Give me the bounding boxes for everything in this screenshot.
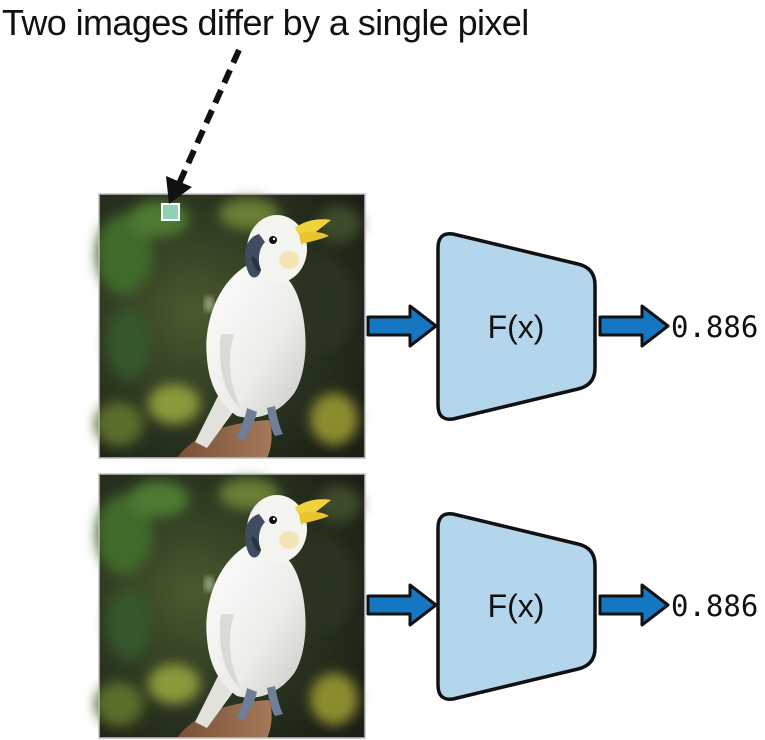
changed-pixel-marker [161,203,180,221]
output-arrow-icon-2 [598,583,670,627]
function-label-2: F(x) [488,588,545,624]
input-arrow-icon-1 [366,304,438,348]
row-1: F(x) 0.886 [95,48,758,459]
pointer-arrow-icon [166,48,242,204]
input-arrow-icon-2 [366,583,438,627]
caption-title: Two images differ by a single pixel [2,2,529,43]
cockatoo-photo-icon [95,194,365,458]
row-2: F(x) 0.886 [95,473,758,739]
function-label-1: F(x) [488,309,545,345]
output-value-1: 0.886 [671,310,758,344]
output-arrow-icon-1 [598,304,670,348]
input-image-1 [95,193,366,459]
function-block-1: F(x) [436,232,597,421]
cockatoo-photo-icon [95,474,365,738]
output-value-2: 0.886 [671,589,758,623]
function-block-2: F(x) [436,512,597,701]
input-image-2 [95,473,366,739]
